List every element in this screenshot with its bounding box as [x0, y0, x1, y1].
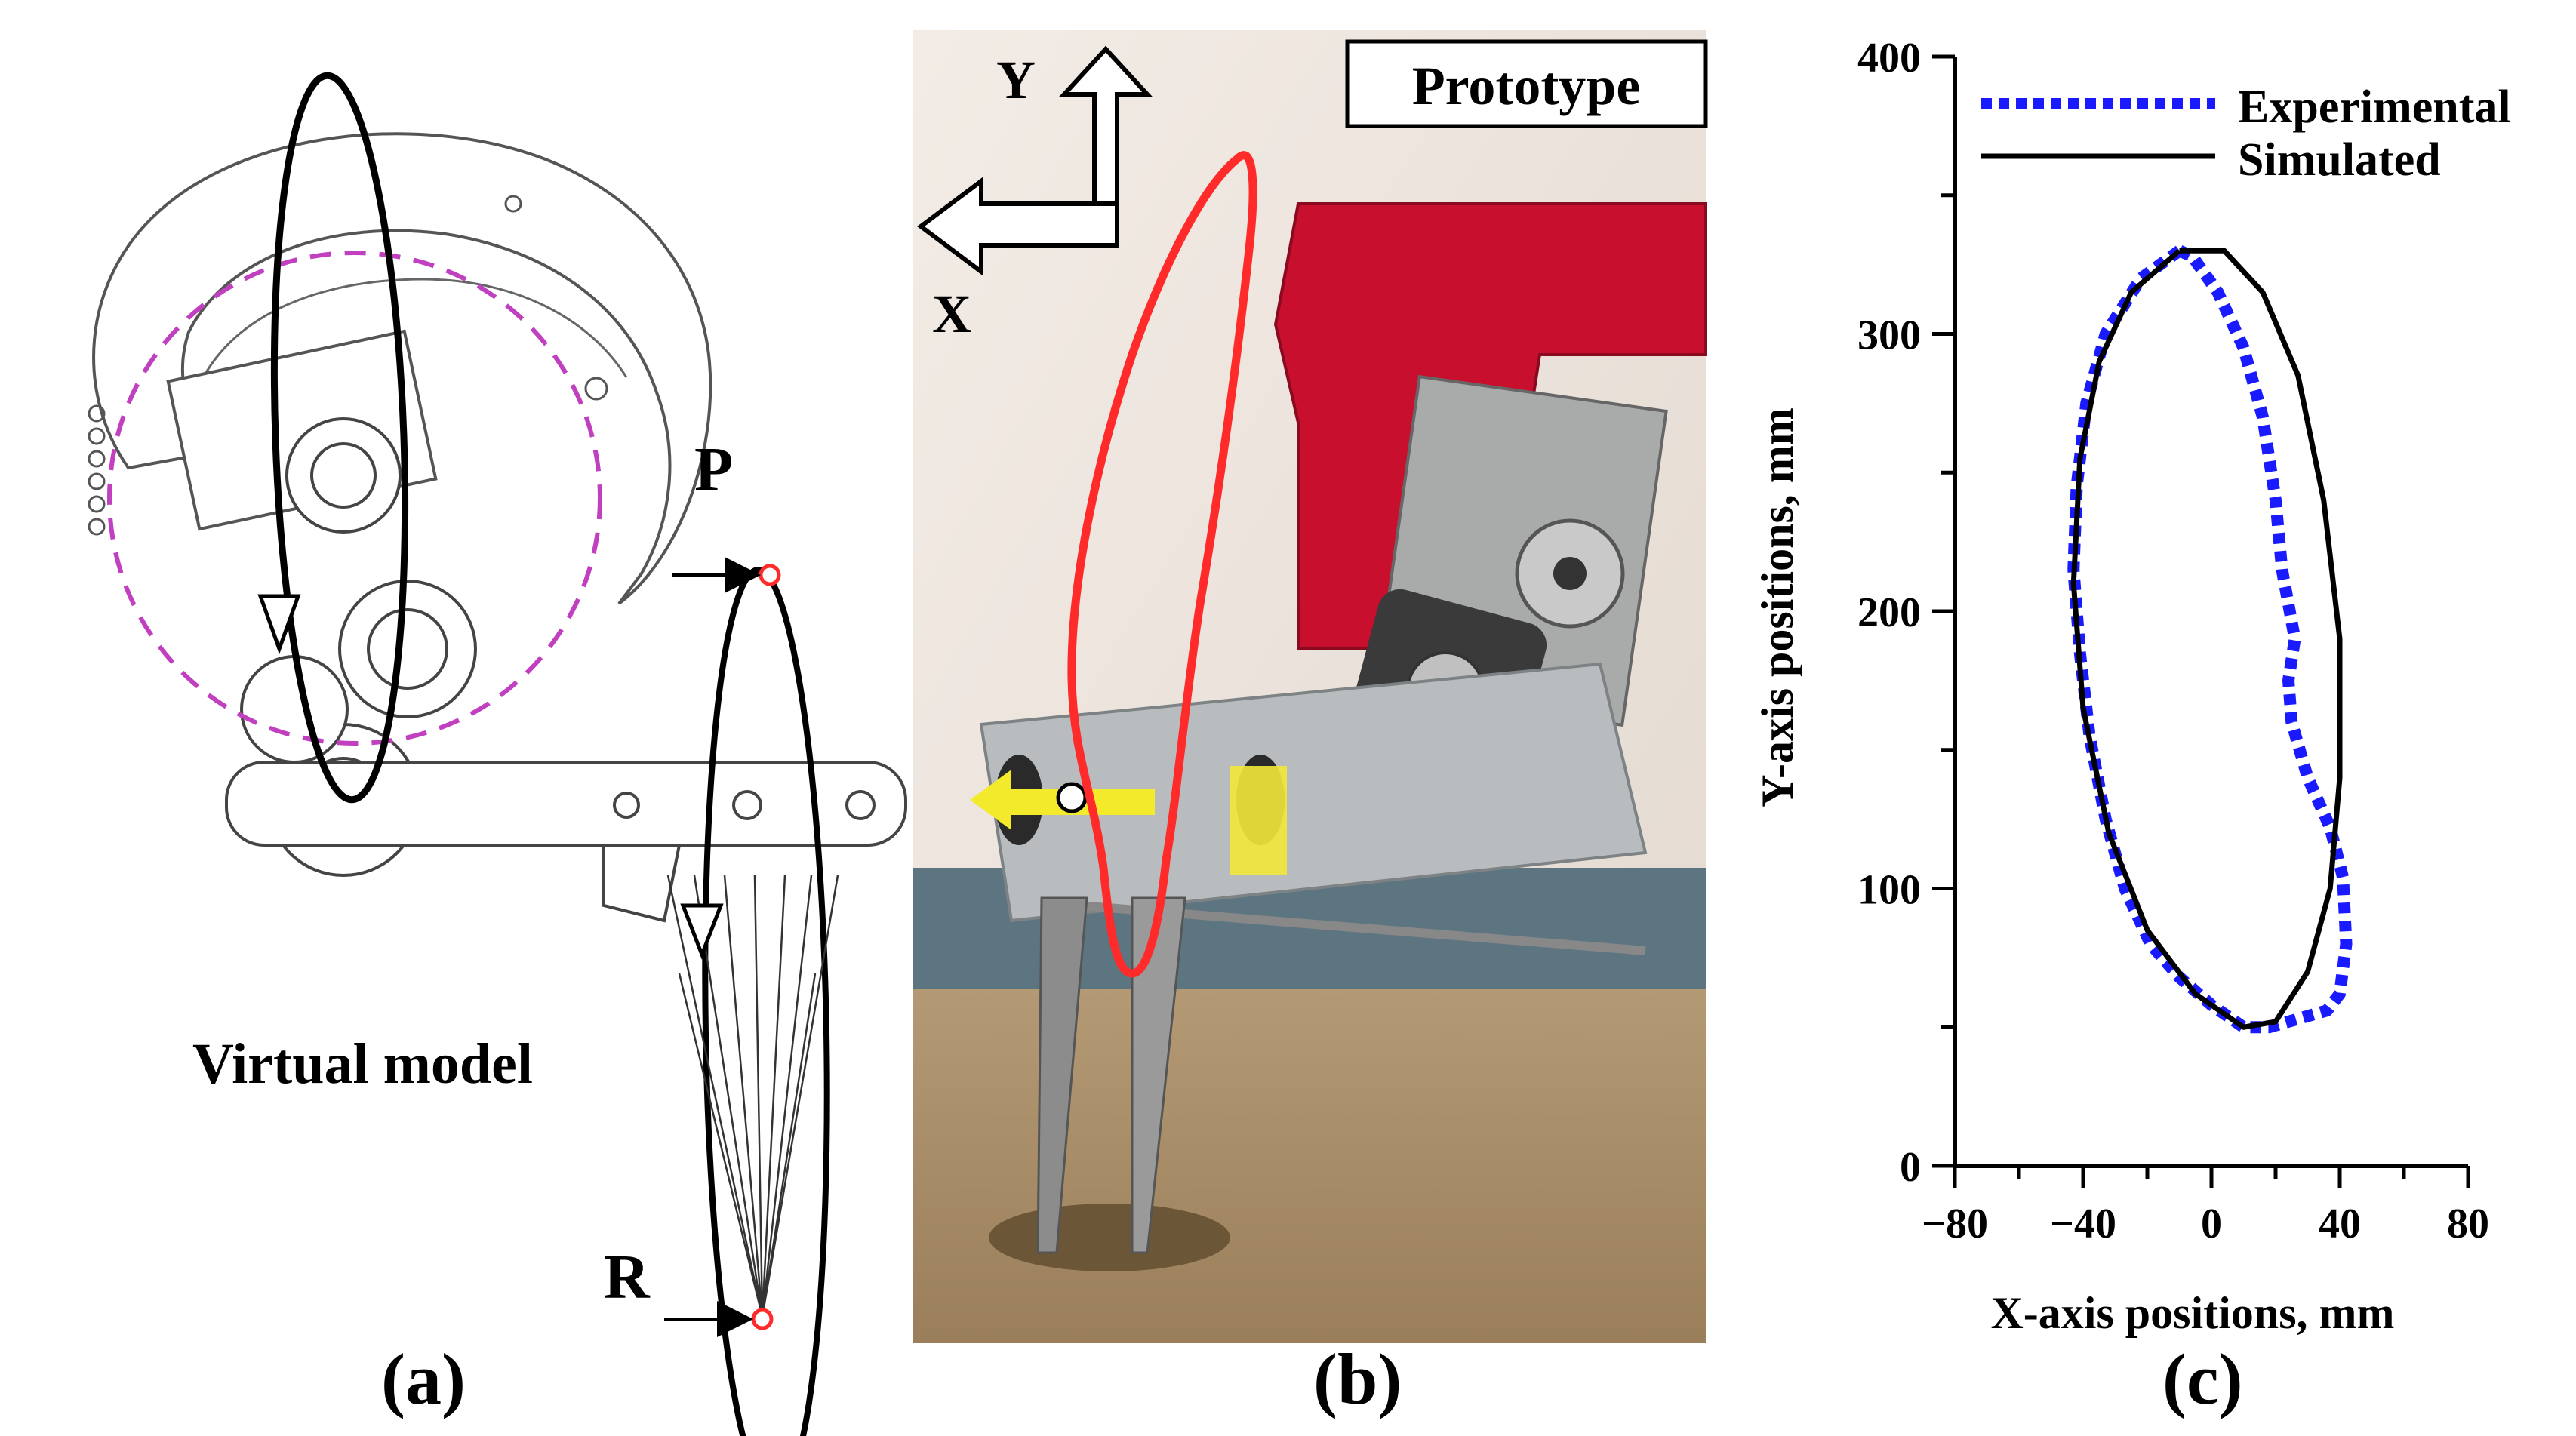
horizontal-beam [979, 662, 1648, 923]
panel-b-prototype: Y X Prototype (b) [913, 30, 1708, 1419]
lower-trajectory-ellipse [702, 567, 830, 1436]
adjustment-holes [88, 195, 608, 536]
point-r-label: R [604, 1242, 651, 1312]
point-p-marker [759, 564, 781, 586]
panel-c-caption: (c) [2162, 1339, 2243, 1419]
experimental-series-line [2067, 244, 2353, 1034]
crank-bar [225, 761, 907, 847]
chart-series [2067, 244, 2353, 1034]
crank-bar-holes [613, 790, 876, 820]
arc-slot [195, 278, 628, 393]
y-axis-title: Y-axis positions, mm [1753, 407, 1802, 807]
x-axis-title: X-axis positions, mm [1990, 1288, 2394, 1338]
yellow-tape [1230, 766, 1287, 875]
panel-b-caption: (b) [1313, 1339, 1402, 1419]
y-tick-label: 0 [1900, 1144, 1921, 1191]
y-tick-label: 400 [1857, 35, 1921, 81]
x-tick-label: 0 [2201, 1201, 2222, 1247]
panel-a-caption: (a) [381, 1339, 466, 1419]
legend-experimental-label: Experimental [2238, 81, 2511, 133]
tracking-marker [1056, 782, 1088, 813]
x-axis-arrow [917, 177, 1119, 276]
direction-arrow-upper [257, 594, 301, 655]
opener-blade-left [1036, 896, 1088, 1254]
panel-a-virtual-model: P R Virtual model (a) [88, 72, 907, 1436]
prototype-label: Prototype [1412, 56, 1641, 116]
x-tick-label: 80 [2447, 1201, 2489, 1247]
chart-axes: −80 −40 0 40 80 0 100 200 300 400 [1857, 35, 2489, 1247]
soil-bed [913, 989, 1706, 1343]
point-p-label: P [694, 435, 733, 505]
y-tick-label: 300 [1857, 312, 1921, 359]
opener-fan-lines [666, 875, 839, 1318]
x-tick-label: 40 [2319, 1201, 2361, 1247]
arc-housing [92, 132, 712, 605]
virtual-model-label: Virtual model [192, 1032, 533, 1096]
y-tick-label: 100 [1857, 867, 1921, 914]
legend-simulated-label: Simulated [2238, 134, 2441, 186]
x-axis-label: X [932, 284, 971, 344]
panel-c-chart: −80 −40 0 40 80 0 100 200 300 400 Experimental Si… [1753, 35, 2511, 1419]
opener-bracket [602, 844, 682, 923]
x-tick-label: −80 [1922, 1201, 1988, 1247]
chart-legend: Experimental Simulated [1981, 81, 2511, 186]
dashed-rotation-circle [107, 251, 602, 746]
y-axis-label: Y [996, 50, 1036, 110]
direction-arrow-lower [680, 903, 724, 960]
prototype-label-box [1345, 39, 1708, 128]
seed-hole [989, 1204, 1230, 1271]
opener-blade-right [1131, 896, 1186, 1254]
upper-trajectory-ellipse [270, 72, 409, 804]
x-tick-label: −40 [2050, 1201, 2116, 1247]
simulated-series-line [2070, 248, 2343, 1030]
point-r-marker [751, 1308, 774, 1330]
gear-hub-inner [1553, 557, 1587, 590]
y-tick-label: 200 [1857, 589, 1921, 636]
tracked-trajectory [1067, 151, 1257, 978]
